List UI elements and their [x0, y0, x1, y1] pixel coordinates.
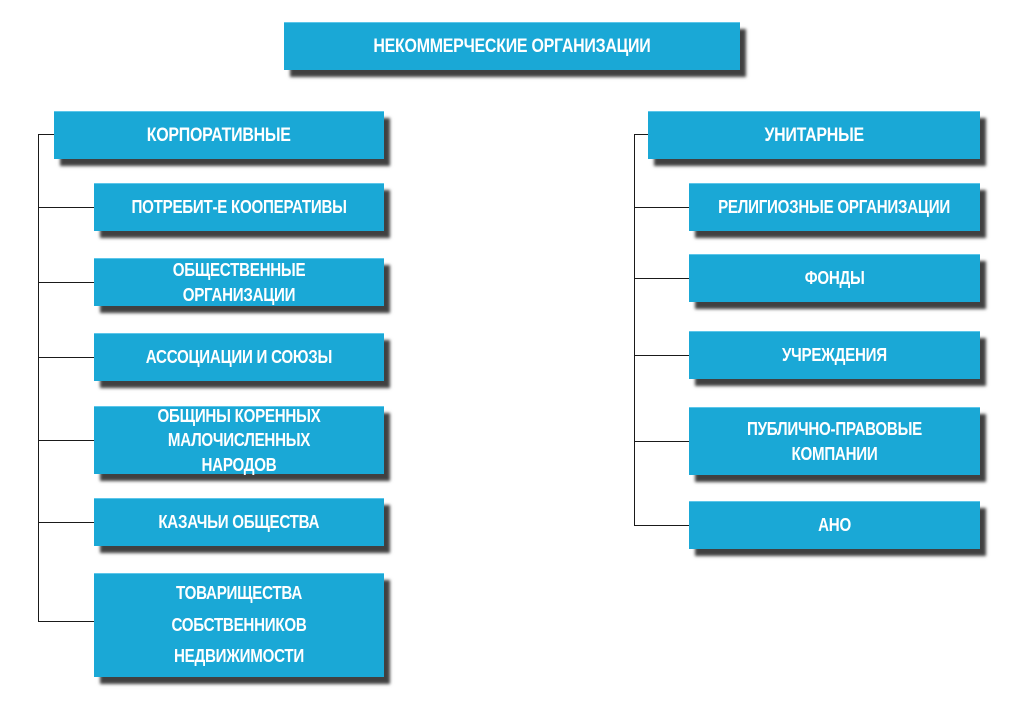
- right-item-5: АНО: [689, 501, 980, 549]
- left-item-2: ОБЩЕСТВЕННЫЕ ОРГАНИЗАЦИИ: [94, 258, 384, 306]
- right-item-2: ФОНДЫ: [689, 254, 980, 302]
- left-connector-item-5: [38, 522, 94, 523]
- right-item-3-label: УЧРЕЖДЕНИЯ: [782, 345, 887, 366]
- left-connector-item-1: [38, 207, 94, 208]
- right-connector-item-3: [634, 355, 689, 356]
- left-connector-item-6: [38, 621, 94, 622]
- right-item-4-label: ПУБЛИЧНО-ПРАВОВЫЕ КОМПАНИИ: [747, 419, 922, 464]
- left-item-6: ТОВАРИЩЕСТВА СОБСТВЕННИКОВ НЕДВИЖИМОСТИ: [94, 573, 384, 677]
- right-connector-item-2: [634, 278, 689, 279]
- left-item-6-label: ТОВАРИЩЕСТВА СОБСТВЕННИКОВ НЕДВИЖИМОСТИ: [171, 583, 307, 667]
- right-item-1-label: РЕЛИГИОЗНЫЕ ОРГАНИЗАЦИИ: [718, 197, 951, 218]
- right-item-1: РЕЛИГИОЗНЫЕ ОРГАНИЗАЦИИ: [689, 183, 980, 231]
- left-item-5-label: КАЗАЧЬИ ОБЩЕСТВА: [158, 512, 320, 533]
- right-item-4: ПУБЛИЧНО-ПРАВОВЫЕ КОМПАНИИ: [689, 407, 980, 475]
- left-item-3-label: АССОЦИАЦИИ И СОЮЗЫ: [145, 347, 333, 368]
- root-node: НЕКОММЕРЧЕСКИЕ ОРГАНИЗАЦИИ: [284, 22, 740, 70]
- right-item-5-label: АНО: [818, 515, 851, 536]
- root-node-label: НЕКОММЕРЧЕСКИЕ ОРГАНИЗАЦИИ: [373, 35, 651, 57]
- right-connector-item-5: [634, 525, 689, 526]
- left-item-5: КАЗАЧЬИ ОБЩЕСТВА: [94, 498, 384, 546]
- right-connector-item-4: [634, 441, 689, 442]
- left-connector-corporate: [38, 134, 54, 135]
- left-tree-spine: [38, 134, 39, 622]
- left-item-2-label: ОБЩЕСТВЕННЫЕ ОРГАНИЗАЦИИ: [172, 260, 306, 305]
- left-connector-item-4: [38, 440, 94, 441]
- right-tree-spine: [634, 134, 635, 526]
- branch-node-unitary-label: УНИТАРНЫЕ: [764, 124, 864, 146]
- right-item-2-label: ФОНДЫ: [804, 268, 865, 289]
- left-item-4-label: ОБЩИНЫ КОРЕННЫХ МАЛОЧИСЛЕННЫХ НАРОДОВ: [157, 406, 321, 475]
- right-item-3: УЧРЕЖДЕНИЯ: [689, 331, 980, 379]
- left-item-4: ОБЩИНЫ КОРЕННЫХ МАЛОЧИСЛЕННЫХ НАРОДОВ: [94, 406, 384, 475]
- right-connector-item-1: [634, 207, 689, 208]
- left-item-3: АССОЦИАЦИИ И СОЮЗЫ: [94, 333, 384, 381]
- branch-node-corporate: КОРПОРАТИВНЫЕ: [54, 111, 384, 159]
- branch-node-corporate-label: КОРПОРАТИВНЫЕ: [147, 124, 291, 146]
- left-connector-item-3: [38, 357, 94, 358]
- left-item-1-label: ПОТРЕБИТ-Е КООПЕРАТИВЫ: [131, 197, 347, 218]
- branch-node-unitary: УНИТАРНЫЕ: [648, 111, 980, 159]
- right-connector-unitary: [634, 134, 648, 135]
- left-item-1: ПОТРЕБИТ-Е КООПЕРАТИВЫ: [94, 183, 384, 231]
- left-connector-item-2: [38, 282, 94, 283]
